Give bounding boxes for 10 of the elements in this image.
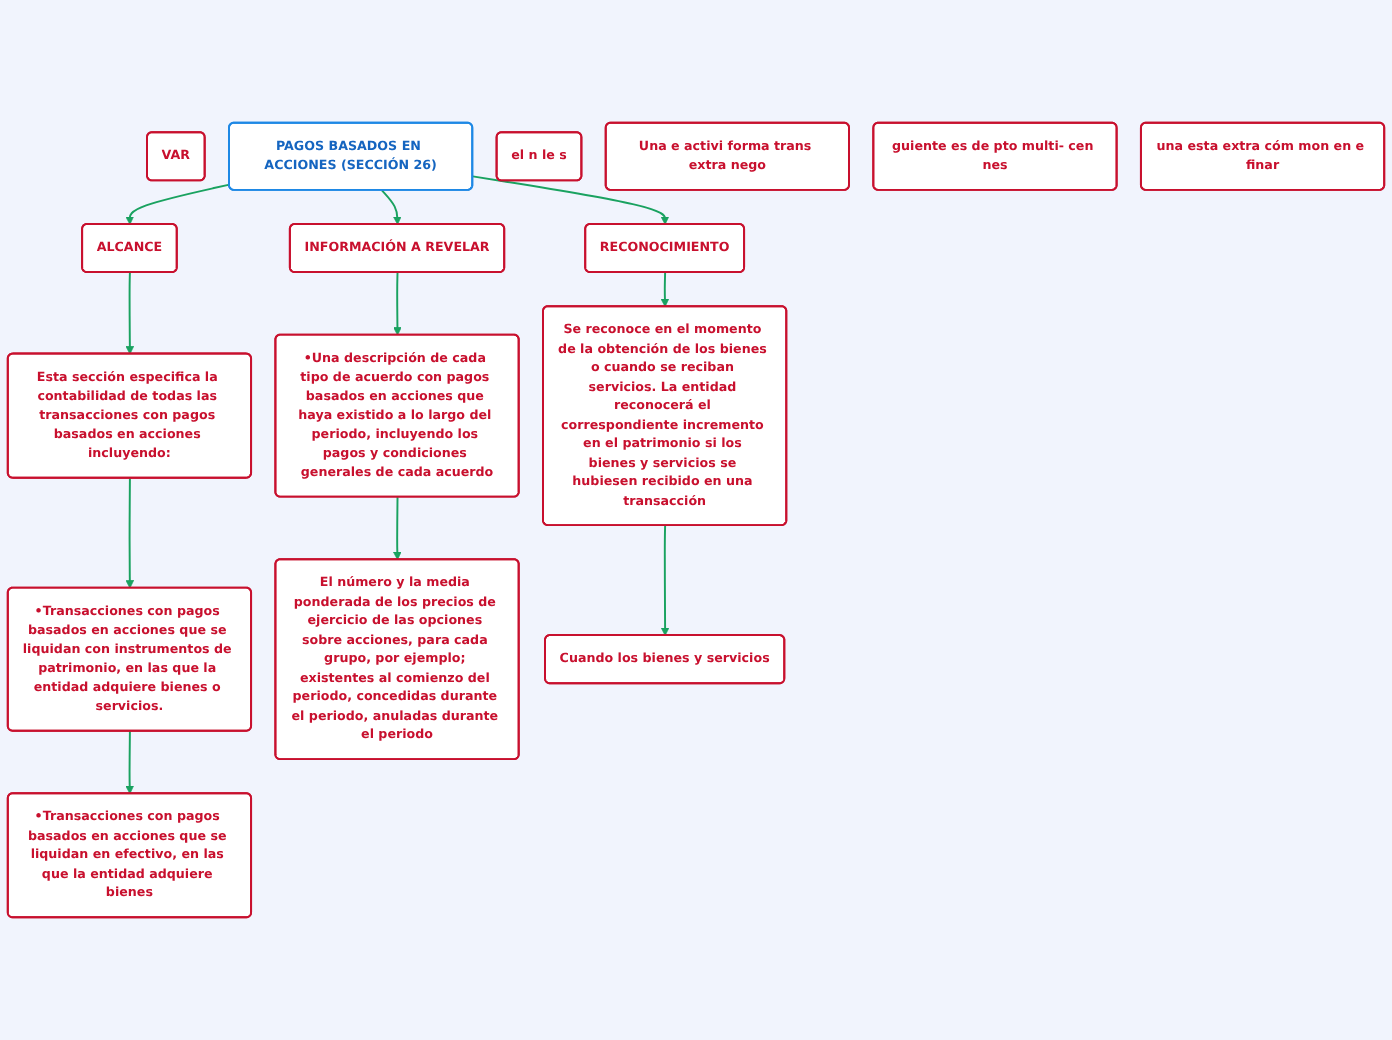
arrow bbox=[660, 524, 670, 636]
arrow bbox=[125, 271, 135, 355]
arrow bbox=[125, 477, 135, 589]
arrow bbox=[380, 189, 402, 225]
arrow bbox=[393, 496, 402, 561]
arrow bbox=[393, 271, 402, 336]
arrow bbox=[471, 175, 670, 225]
arrow bbox=[125, 730, 134, 795]
arrow bbox=[125, 183, 231, 225]
arrow bbox=[660, 271, 670, 308]
